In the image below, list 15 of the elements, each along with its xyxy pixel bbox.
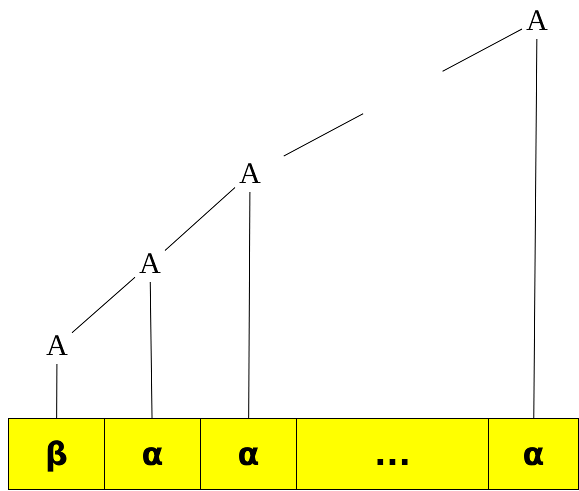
- tree-edge: [533, 38, 538, 418]
- symbol-cell: β: [8, 418, 105, 490]
- symbol-cell: α: [488, 418, 579, 490]
- tree-edge: [150, 282, 153, 418]
- tree-edge: [248, 192, 250, 418]
- tree-node-label: A: [135, 246, 165, 282]
- tree-edge: [56, 364, 58, 418]
- tree-edge: [72, 276, 136, 334]
- tree-node-label: A: [235, 156, 265, 192]
- tree-edge: [164, 187, 236, 251]
- tree-node-label: A: [522, 3, 552, 39]
- tree-node-label: A: [42, 328, 72, 364]
- symbol-cell: α: [104, 418, 201, 490]
- symbol-cell: α: [200, 418, 297, 490]
- symbol-cell: ...: [296, 418, 489, 490]
